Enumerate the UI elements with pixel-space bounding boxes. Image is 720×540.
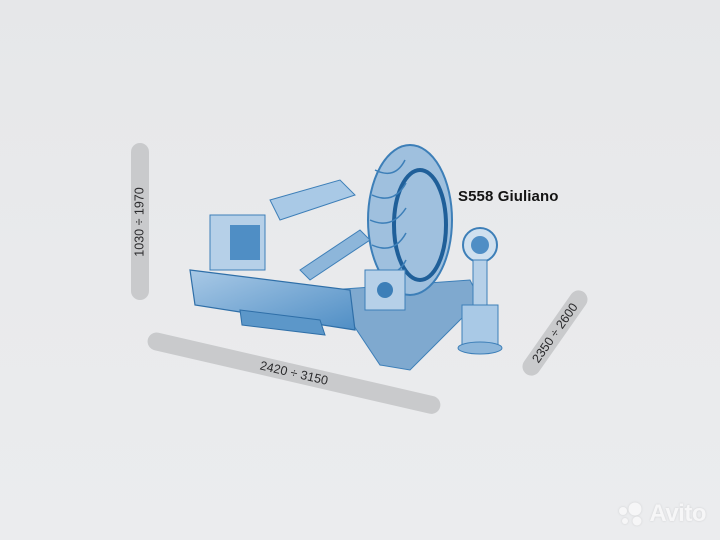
avito-dots-icon: [619, 502, 642, 526]
height-dimension-bar: 1030 ÷ 1970: [131, 143, 149, 300]
depth-dimension-bar: 2350 ÷ 2600: [518, 286, 592, 380]
product-title: S558 Giuliano: [458, 188, 559, 205]
depth-dimension-label: 2350 ÷ 2600: [529, 300, 581, 366]
tire-changer-machine-image: [189, 144, 503, 371]
height-dimension-label: 1030 ÷ 1970: [133, 186, 148, 257]
avito-label: Avito: [649, 500, 706, 527]
avito-watermark: Avito: [616, 500, 706, 528]
